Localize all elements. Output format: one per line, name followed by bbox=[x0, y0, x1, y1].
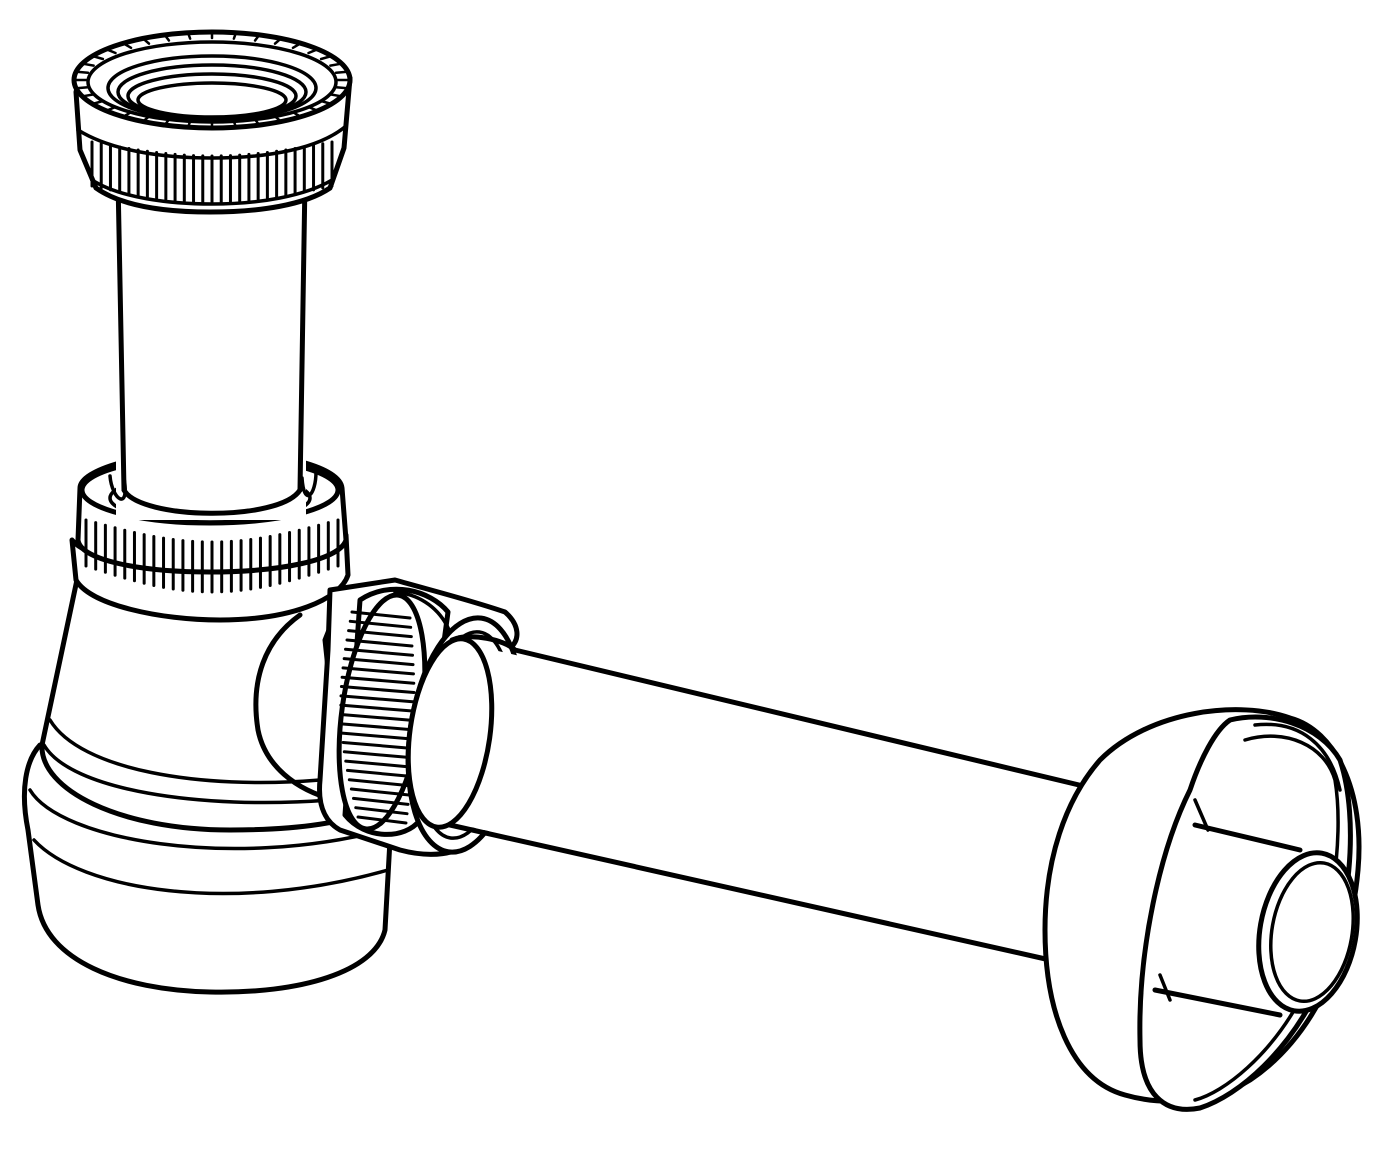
knurl-tick bbox=[352, 796, 410, 806]
knurl-tick bbox=[354, 806, 409, 816]
knurl-tick bbox=[341, 740, 415, 750]
thread-tick bbox=[253, 34, 260, 42]
knurl-tick bbox=[344, 647, 415, 657]
inlet-nut-thread-ticks bbox=[74, 31, 350, 129]
thread-tick bbox=[164, 34, 171, 42]
thread-tick bbox=[92, 99, 105, 105]
knurl-tick bbox=[348, 619, 413, 629]
knurl-tick bbox=[345, 768, 413, 778]
thread-tick bbox=[76, 70, 90, 74]
thread-tick bbox=[334, 86, 348, 90]
knurl-tick bbox=[339, 685, 416, 695]
thread-tick bbox=[123, 110, 133, 118]
knurl-tick bbox=[356, 815, 408, 825]
horizontal-outlet-pipe bbox=[405, 634, 1105, 963]
thread-tick bbox=[253, 118, 260, 126]
thread-tick bbox=[232, 120, 237, 128]
thread-tick bbox=[319, 99, 332, 105]
thread-tick bbox=[187, 32, 192, 40]
thread-tick bbox=[164, 118, 171, 126]
thread-tick bbox=[334, 70, 348, 74]
wall-rosette-flange bbox=[1042, 707, 1362, 1112]
knurl-tick bbox=[340, 675, 416, 685]
thread-tick bbox=[82, 93, 95, 98]
thread-tick bbox=[82, 62, 95, 67]
thread-tick bbox=[307, 105, 318, 112]
thread-tick bbox=[187, 120, 192, 128]
thread-tick bbox=[232, 32, 237, 40]
thread-tick bbox=[142, 115, 151, 122]
thread-tick bbox=[106, 48, 117, 55]
thread-tick bbox=[273, 115, 282, 122]
thread-tick bbox=[106, 105, 117, 112]
knurl-tick bbox=[349, 787, 411, 797]
upper-nut-knurling bbox=[84, 518, 340, 594]
thread-tick bbox=[307, 48, 318, 55]
knurl-tick bbox=[340, 731, 415, 741]
bottle-body bbox=[21, 572, 393, 995]
inlet-nut-knurling bbox=[90, 140, 334, 204]
thread-tick bbox=[329, 93, 342, 98]
knurl-tick bbox=[344, 759, 414, 769]
vertical-tailpiece-tube bbox=[108, 177, 318, 520]
knurl-tick bbox=[341, 666, 415, 676]
knurl-tick bbox=[347, 778, 412, 788]
knurl-tick bbox=[345, 638, 414, 648]
knurl-tick bbox=[350, 610, 412, 620]
knurl-tick bbox=[342, 657, 415, 667]
knurl-tick bbox=[339, 694, 416, 704]
thread-tick bbox=[123, 42, 133, 50]
knurl-tick bbox=[339, 722, 416, 732]
outlet-nut-knurling bbox=[339, 610, 416, 825]
knurl-tick bbox=[347, 629, 413, 639]
thread-tick bbox=[92, 55, 105, 61]
thread-tick bbox=[142, 38, 151, 45]
thread-tick bbox=[319, 55, 332, 61]
knurl-tick bbox=[339, 703, 416, 713]
thread-tick bbox=[291, 42, 301, 50]
knurl-tick bbox=[342, 750, 414, 760]
thread-tick bbox=[329, 62, 342, 67]
thread-tick bbox=[291, 110, 301, 118]
thread-tick bbox=[76, 86, 90, 90]
threaded-inlet-nut bbox=[71, 29, 353, 215]
thread-tick bbox=[273, 38, 282, 45]
knurl-tick bbox=[339, 713, 416, 722]
